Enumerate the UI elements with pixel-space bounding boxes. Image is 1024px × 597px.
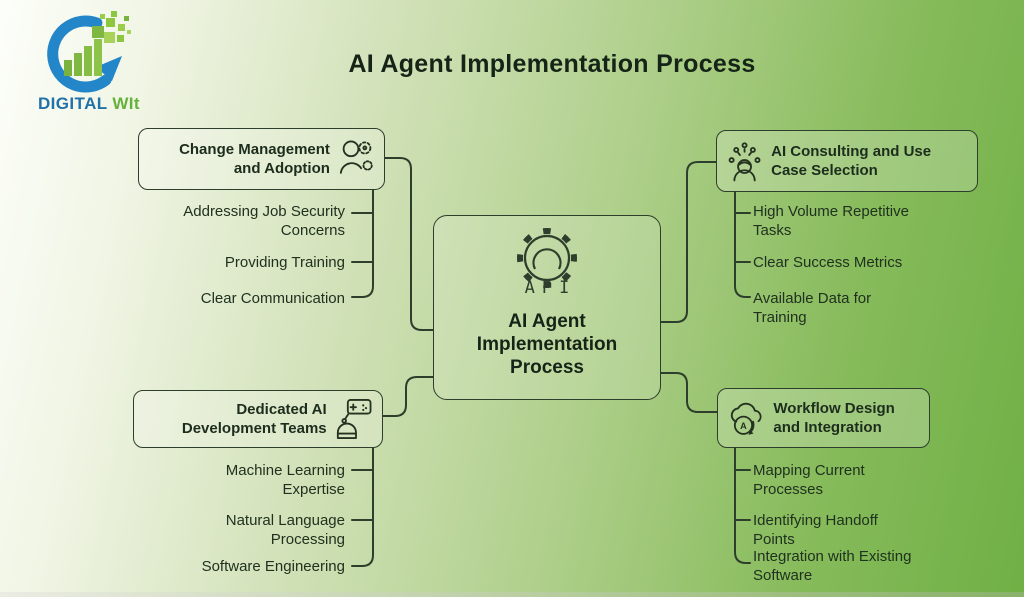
logo-arrowhead: [96, 56, 122, 81]
sub-item: Mapping Current Processes: [753, 462, 865, 498]
bottom-edge-strip: [0, 592, 1024, 597]
sub-item: Natural Language Processing: [225, 512, 345, 548]
sub-item: Identifying Handoff Points: [753, 512, 878, 548]
sub-item: Clear Communication: [200, 290, 345, 307]
center-line-1: AI Agent: [508, 311, 586, 332]
digitalwit-logo: DIGITAL WIt: [34, 10, 154, 114]
page-title: AI Agent Implementation Process: [348, 50, 756, 78]
sub-item: High Volume Repetitive Tasks: [753, 203, 909, 239]
gear-body: [523, 234, 571, 282]
sub-item: Available Data for Training: [753, 290, 872, 326]
node-workflow: A Workflow Design and Integration: [717, 388, 930, 448]
bracket-top-right: [734, 191, 751, 298]
node-dev-teams: Dedicated AI Development Teams: [133, 390, 383, 448]
gear-inner-arc: [532, 248, 562, 270]
sub-item: Clear Success Metrics: [753, 254, 903, 271]
sub-item: Machine Learning Expertise: [225, 462, 345, 498]
logo-wordmark: DIGITAL WIt: [38, 94, 178, 114]
gear-icon: [517, 228, 577, 288]
digitalwit-logo-graphic: [47, 11, 131, 93]
gear-teeth: [517, 228, 577, 288]
bracket-bottom-right: [734, 447, 751, 564]
connector-bottom-right: [660, 372, 718, 413]
node-title: Dedicated AI Development Teams: [181, 401, 327, 437]
node-title: AI Consulting and Use Case Selection: [771, 143, 932, 179]
sub-item: Software Engineering: [201, 558, 345, 575]
node-change-management: Change Management and Adoption: [138, 128, 385, 190]
svg-text:A: A: [740, 421, 747, 431]
bracket-top-left: [351, 189, 374, 298]
connector-bottom-left: [382, 376, 434, 417]
robot-icon: [336, 399, 372, 439]
connector-top-right: [660, 161, 717, 323]
connector-top-left: [384, 157, 434, 331]
node-title: Change Management and Adoption: [179, 141, 330, 177]
logo-arc: [47, 15, 112, 93]
node-title: Workflow Design and Integration: [773, 400, 895, 436]
sub-item: Integration with Existing Software: [753, 548, 912, 584]
center-line-3: Process: [510, 357, 584, 378]
center-node: API AI Agent Implementation Process: [433, 215, 661, 400]
center-node-label: AI Agent Implementation Process: [477, 310, 617, 379]
sub-item: Providing Training: [224, 254, 345, 271]
person-ideas-icon: [728, 142, 761, 182]
sub-item: Addressing Job Security Concerns: [183, 203, 345, 239]
center-line-2: Implementation: [476, 334, 618, 355]
person-gear-icon: [339, 140, 373, 174]
logo-word-digital: DIGITAL: [38, 94, 108, 113]
api-label: API: [524, 278, 577, 298]
bracket-bottom-left: [351, 447, 374, 567]
node-ai-consulting: AI Consulting and Use Case Selection: [716, 130, 978, 192]
cloud-sync-icon: A: [730, 402, 762, 435]
logo-word-wit: WIt: [112, 94, 140, 113]
